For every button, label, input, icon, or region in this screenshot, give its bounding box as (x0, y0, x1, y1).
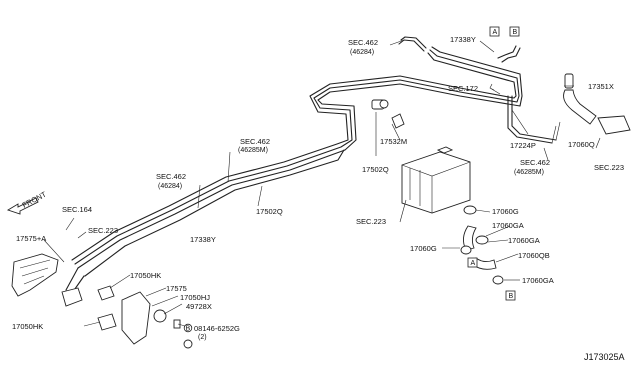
hose-17060g-group (460, 205, 504, 285)
label-bolt: 08146-6252G (194, 324, 240, 333)
label-17338y-top: 17338Y (450, 35, 476, 44)
label-17060qb: 17060QB (518, 251, 550, 260)
ref-box-a-low: A (467, 257, 478, 268)
arrow-sec223-left (77, 231, 87, 239)
label-sec172: SEC.172 (448, 84, 478, 93)
label-17060q: 17060Q (568, 140, 595, 149)
svg-text:A: A (493, 29, 498, 36)
label-diagram-id: J173025A (584, 352, 625, 362)
label-sec462-right: SEC.462 (520, 158, 550, 167)
ref-box-b-top: B (509, 26, 520, 37)
clip-group (61, 285, 193, 349)
label-sec462-mid: SEC.462 (240, 137, 270, 146)
label-bolt-qty: (2) (198, 334, 207, 341)
label-bolt-mark: B (186, 326, 191, 333)
svg-text:B: B (513, 29, 518, 36)
label-sec462-mid-sub: (46285M) (238, 147, 268, 154)
label-sec164: SEC.164 (62, 205, 92, 214)
label-17532m: 17532M (380, 137, 407, 146)
label-17050hj: 17050HJ (180, 293, 210, 302)
valve-17532m (371, 99, 405, 129)
label-17338y-low: 17338Y (190, 235, 216, 244)
label-front: FRONT (21, 189, 48, 209)
bracket-17575a (11, 253, 59, 297)
pipe-bundle (65, 36, 557, 297)
label-17060ga-2: 17060GA (508, 236, 540, 245)
canister (401, 146, 471, 214)
label-17060g-2: 17060G (410, 244, 437, 253)
label-sec462-right-sub: (46285M) (514, 169, 544, 176)
label-sec462-top-sub: (46284) (350, 49, 374, 56)
svg-text:B: B (509, 293, 514, 300)
labels: SEC.462 (46284) 17338Y SEC.172 17351X 17… (12, 35, 625, 362)
label-sec462-top: SEC.462 (348, 38, 378, 47)
label-sec223-left: SEC.223 (88, 226, 118, 235)
leader-17224p-end (555, 121, 561, 141)
label-17060ga-1: 17060GA (492, 221, 524, 230)
label-49728x: 49728X (186, 302, 212, 311)
label-17351x: 17351X (588, 82, 614, 91)
leader-17224p-end2 (551, 125, 557, 144)
label-17575a: 17575+A (16, 234, 46, 243)
label-sec462-left: SEC.462 (156, 172, 186, 181)
label-sec223-right: SEC.223 (594, 163, 624, 172)
svg-text:A: A (471, 260, 476, 267)
label-17060ga-3: 17060GA (522, 276, 554, 285)
label-17050hk-2: 17050HK (12, 322, 43, 331)
arrow-sec164 (65, 217, 75, 231)
arrow-front (6, 197, 39, 215)
hose-17351x (563, 73, 631, 135)
label-17502q-mid: 17502Q (362, 165, 389, 174)
leader-lines (43, 39, 601, 329)
ref-box-a-top: A (489, 26, 500, 37)
label-17060g-1: 17060G (492, 207, 519, 216)
arrow-sec172 (489, 83, 501, 95)
label-17224p: 17224P (510, 141, 536, 150)
label-17502q-low: 17502Q (256, 207, 283, 216)
label-sec223-canister: SEC.223 (356, 217, 386, 226)
label-17050hk-1: 17050HK (130, 271, 161, 280)
label-sec462-left-sub: (46284) (158, 183, 182, 190)
bolt-mark-circle (183, 323, 193, 333)
ref-box-b-low: B (505, 290, 516, 301)
label-17575: 17575 (166, 284, 187, 293)
